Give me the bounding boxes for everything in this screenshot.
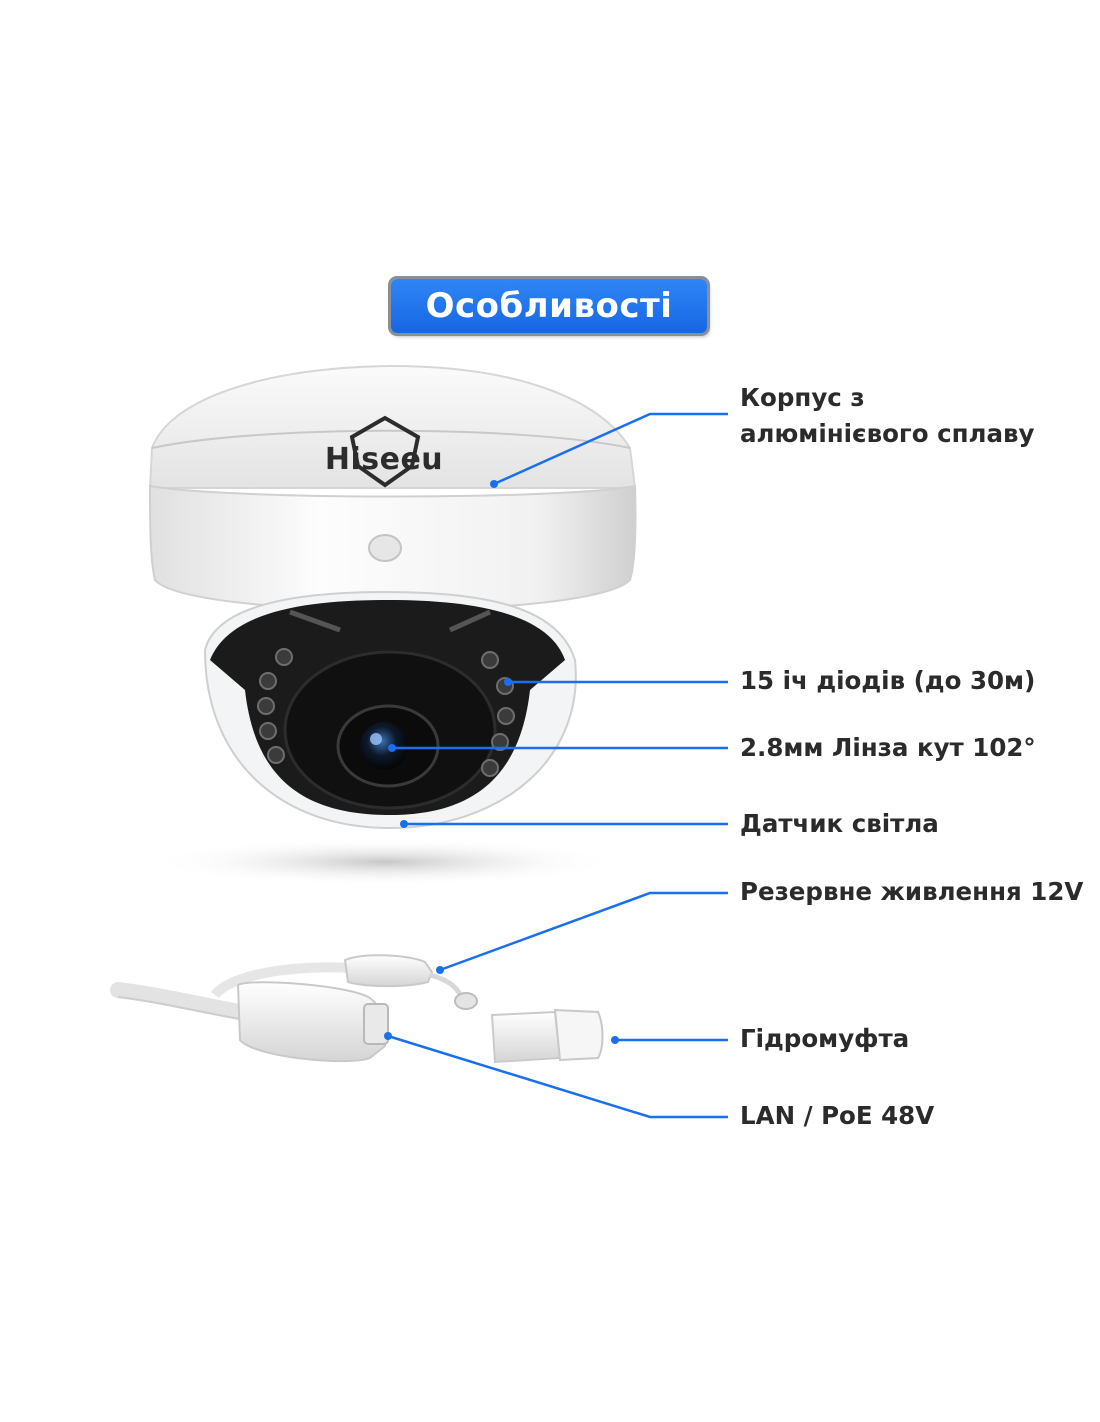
title-badge: Особливості [391,279,707,333]
callout-label-housing-line2: алюмінієвого сплаву [740,419,1035,448]
brand-logo: Hiseeu [325,415,443,488]
callout-label-waterproof: Гідромуфта [740,1024,910,1053]
callout-label-housing: Корпус з алюмінієвого сплаву [740,380,1080,452]
callout-dots [384,480,619,1044]
rj45-connector-body [236,981,386,1063]
callout-lines [387,412,728,1119]
housing-seam [151,429,631,449]
camera-shadow [150,838,620,886]
lens-glint [370,733,382,745]
callout-line-housing [493,412,728,486]
callout-label-ir: 15 іч діодів (до 30м) [740,666,1036,695]
cable-assembly [110,954,478,1063]
ir-led-group-right [481,651,515,777]
callout-label-backup-power: Резервне живлення 12V [740,877,1084,906]
power-cap [454,992,478,1010]
callout-line-backup-power [439,891,728,972]
housing-top [148,364,637,489]
power-connector [343,954,434,988]
tilt-bracket [289,609,492,633]
waterproof-coupler [490,1008,604,1064]
rj45-port [363,1003,389,1045]
callout-label-lens: 2.8мм Лінза кут 102° [740,733,1036,762]
callout-label-housing-line1: Корпус з [740,383,865,412]
brand-name: Hiseeu [325,442,443,477]
sensor-hole [368,534,402,562]
ir-led-group-left [257,648,293,764]
callout-line-lan [387,1034,728,1119]
callout-label-light-sensor: Датчик світла [740,809,939,838]
lens [360,722,408,770]
page-title: Особливості [425,286,673,326]
callout-label-lan: LAN / PoE 48V [740,1101,935,1130]
